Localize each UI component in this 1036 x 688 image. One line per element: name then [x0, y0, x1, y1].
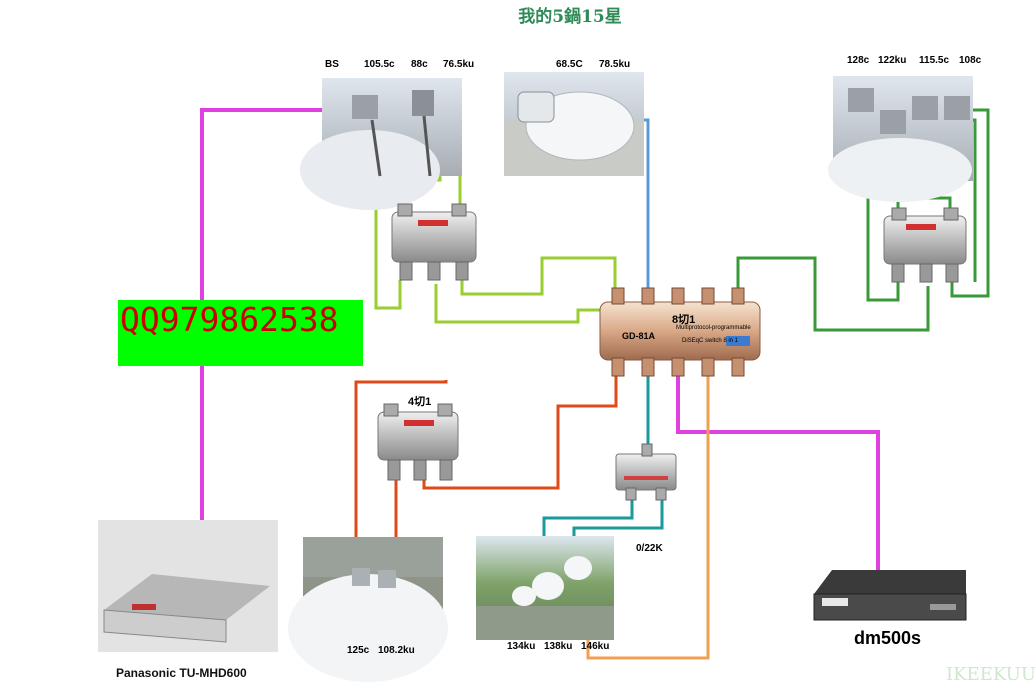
label-switch-8in1-text2: DiSEqC switch 8 in 1: [682, 338, 739, 344]
label-128c: 128c: [847, 55, 870, 66]
label-bs: BS: [325, 59, 339, 70]
diseqc-switch-4in1-upper: [391, 203, 477, 281]
photo-dish-125c: [288, 537, 448, 682]
diseqc-switch-4in1-right: [883, 207, 967, 283]
cable-switch8-to-right-switch: [736, 256, 930, 332]
cable-4in1a-out2: [434, 284, 600, 324]
qq-banner-text: QQ979862538: [120, 300, 339, 339]
label-765ku: 76.5ku: [443, 59, 475, 70]
cable-bs-to-panasonic: [200, 108, 348, 300]
qq-banner: [118, 300, 363, 366]
label-138ku: 138ku: [544, 641, 573, 652]
diagram-title: 我的5鍋15星: [518, 7, 622, 27]
label-switch-4in1: 4切1: [408, 396, 432, 408]
label-1155c: 115.5c: [919, 55, 950, 66]
receiver-panasonic-image: [98, 520, 278, 652]
label-134ku: 134ku: [507, 641, 536, 652]
tone-switch-22k: [615, 443, 677, 501]
label-dm500s: dm500s: [854, 628, 922, 648]
label-108c: 108c: [959, 55, 982, 66]
label-switch-8in1-text: Multiprotocol-programmable: [676, 325, 751, 331]
cable-lnb-105-left: [374, 140, 402, 310]
cable-switch8-to-dm500s: [676, 376, 880, 570]
watermark: IKEEKUU: [946, 664, 1036, 685]
label-105c: 105.5c: [364, 59, 395, 70]
cable-switch8-to-146: [586, 376, 710, 660]
photo-dish-685: [504, 72, 644, 176]
photo-dish-bs-group: [300, 78, 462, 210]
label-switch-8in1-model: GD-81A: [622, 331, 656, 341]
cable-4in1-to-125c: [354, 380, 448, 570]
label-1082ku: 108.2ku: [378, 645, 415, 656]
cable-lnb-108: [950, 108, 990, 298]
label-switch-8in1: 8切1: [672, 314, 696, 326]
label-88c: 88c: [411, 59, 428, 70]
photo-dish-134-146: [476, 536, 614, 640]
cable-4in1a-out: [460, 256, 617, 296]
label-146ku: 146ku: [581, 641, 610, 652]
label-685c: 68.5C: [556, 59, 583, 70]
receiver-dm500s-image: [813, 570, 967, 621]
cable-switch8-to-4in1: [422, 376, 618, 490]
photo-dish-right-group: [828, 76, 973, 202]
label-122ku: 122ku: [878, 55, 907, 66]
label-125c: 125c: [347, 645, 370, 656]
label-panasonic-receiver: Panasonic TU-MHD600: [116, 666, 247, 680]
diseqc-switch-4in1-lower: [377, 403, 459, 481]
diseqc-switch-8in1: [599, 287, 761, 377]
label-22k: 0/22K: [636, 543, 663, 554]
label-785ku: 78.5ku: [599, 59, 631, 70]
